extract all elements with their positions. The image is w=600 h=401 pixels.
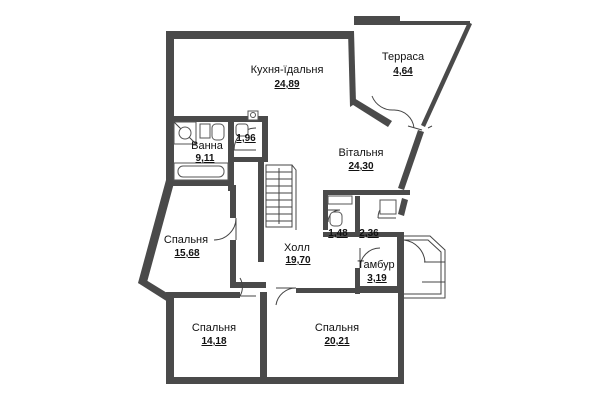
room-area-living: 24,30 <box>348 161 373 172</box>
exterior-walls <box>138 16 472 384</box>
terrace-railing <box>407 125 433 131</box>
entrance-porch <box>404 235 446 299</box>
room-area-boiler: 2,36 <box>359 228 379 239</box>
room-labels: Кухня-їдальня 24,89 Терраса 4,64 1,96 Ва… <box>164 51 425 347</box>
washbasin <box>199 123 211 139</box>
bathroom-fixtures <box>173 110 397 227</box>
room-area-bedroom-bottom-right: 20,21 <box>324 336 349 347</box>
room-name-living: Вітальня <box>339 147 384 159</box>
room-name-kitchen: Кухня-їдальня <box>251 64 324 76</box>
room-area-kitchen: 24,89 <box>274 79 299 90</box>
room-name-bathroom: Ванна <box>191 140 224 152</box>
toilet <box>211 123 225 141</box>
room-area-bedroom-bottom-left: 14,18 <box>201 336 226 347</box>
room-name-bedroom-bottom-right: Спальня <box>315 322 359 334</box>
room-area-storage: 1,48 <box>328 228 348 239</box>
room-name-terrace: Терраса <box>382 51 425 63</box>
kitchen-counter <box>327 195 353 205</box>
room-area-vestibule: 3,19 <box>367 273 387 284</box>
room-area-hall: 19,70 <box>285 255 310 266</box>
room-name-vestibule: Тамбур <box>357 259 394 271</box>
room-name-hall: Холл <box>284 242 310 254</box>
staircase <box>265 164 297 230</box>
room-area-terrace: 4,64 <box>393 66 413 77</box>
boiler-unit <box>379 199 397 215</box>
storage-toilet <box>329 211 343 227</box>
room-name-bedroom-bottom-left: Спальня <box>192 322 236 334</box>
interior-walls <box>166 116 404 384</box>
wc-toilet <box>235 123 249 137</box>
room-area-bathroom: 9,11 <box>196 153 215 164</box>
room-name-bedroom-left: Спальня <box>164 234 208 246</box>
room-area-wc: 1,96 <box>236 133 256 144</box>
room-area-bedroom-left: 15,68 <box>174 248 199 259</box>
